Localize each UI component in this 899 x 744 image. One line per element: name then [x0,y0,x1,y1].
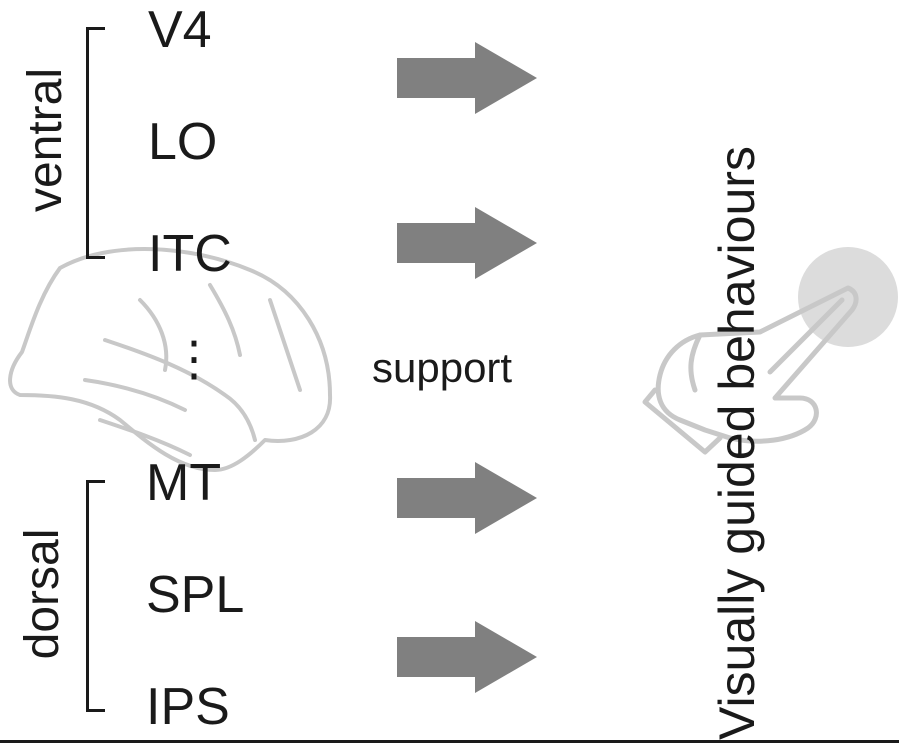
dorsal-label: dorsal [16,528,69,660]
dorsal-bracket [86,480,105,712]
arrow-right-icon [397,42,537,114]
arrow-right-icon [397,462,537,534]
area-mt: MT [146,454,222,512]
arrow-right-icon [397,621,537,693]
brain-outline-icon [8,247,333,472]
outcome-label: Visually guided behaviours [709,146,765,740]
pointing-hand-icon [642,285,859,455]
area-spl: SPL [146,566,245,624]
ventral-label: ventral [19,67,72,213]
area-itc: ITC [148,225,232,283]
area-ips: IPS [146,678,230,736]
area-lo: LO [148,113,218,171]
bottom-rule [0,740,899,743]
arrow-right-icon [397,207,537,279]
ellipsis: ⋮ [170,333,218,386]
area-v4: V4 [148,1,212,59]
support-label: support [372,344,513,391]
ventral-bracket [86,27,105,259]
